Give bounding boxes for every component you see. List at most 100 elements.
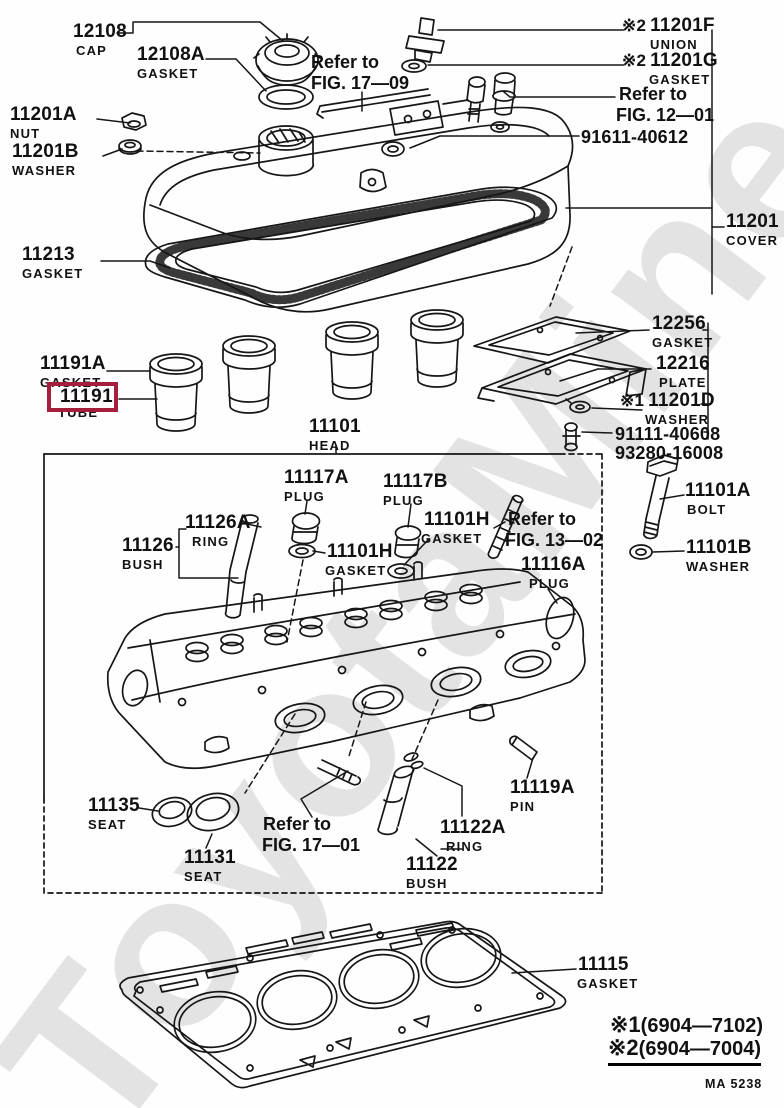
part-number: 11101H	[327, 541, 393, 562]
label-11201a: 11201A NUT	[10, 105, 77, 140]
part-number-11191: 11191	[60, 386, 114, 407]
ref-line1: Refer to	[263, 814, 332, 834]
highlight-box-11191	[47, 382, 118, 412]
part-caption: PLUG	[529, 576, 570, 591]
label-93280-16008: 93280-16008	[615, 443, 724, 463]
part-caption: GASKET	[649, 72, 711, 87]
ref-line2: FIG. 17—01	[262, 835, 361, 855]
part-caption: PIN	[510, 799, 536, 814]
label-11116a: 11116A PLUG	[521, 555, 586, 590]
part-number: 11122	[406, 854, 458, 875]
part-caption: BOLT	[687, 502, 727, 517]
label-12216: 12216 PLATE	[656, 354, 710, 389]
label-11101: 11101 HEAD	[309, 417, 361, 452]
footnote-2: ※2(6904—7004)	[608, 1035, 761, 1066]
nut-washer-art	[118, 112, 147, 155]
part-caption: NUT	[10, 126, 41, 141]
part-caption: WASHER	[12, 163, 77, 178]
part-number: 11101H	[424, 509, 490, 530]
label-11115: 11115 GASKET	[577, 954, 639, 991]
ref-line1: Refer to	[619, 84, 688, 104]
label-91611-40612: 91611-40612	[581, 127, 689, 147]
note-text: (6904—7004)	[638, 1038, 761, 1060]
pin-art	[508, 735, 538, 761]
label-11101b-washer: 11101B WASHER	[686, 538, 752, 573]
head-assembly-boundary	[43, 453, 603, 894]
diagram-code: MA 5238	[705, 1077, 763, 1091]
cover-fittings-art	[466, 72, 516, 123]
part-caption: GASKET	[652, 335, 714, 350]
plugs-art	[288, 512, 422, 579]
ref-line2: FIG. 13—02	[505, 530, 604, 550]
part-number: 11117B	[383, 471, 448, 492]
part-caption: SEAT	[184, 869, 223, 884]
label-11117a: 11117A PLUG	[284, 468, 349, 503]
note-mark: ※2	[608, 1035, 639, 1060]
note-text: (6904—7102)	[640, 1015, 763, 1037]
ref-fig-17-01: Refer to FIG. 17—01	[262, 814, 361, 855]
part-caption: COVER	[726, 233, 779, 248]
part-caption: BUSH	[406, 876, 448, 891]
note-mark: ※1	[610, 1012, 641, 1037]
part-caption: PLATE	[659, 375, 707, 390]
label-11122: 11122 BUSH	[406, 855, 458, 890]
union-art	[401, 17, 445, 73]
part-caption: PLUG	[284, 489, 325, 504]
part-caption: WASHER	[686, 559, 751, 574]
ref-line1: Refer to	[508, 509, 577, 529]
label-11201b: 11201B WASHER	[12, 142, 79, 177]
valve-seats-art	[151, 792, 240, 832]
part-number: 11101B	[686, 537, 752, 558]
label-12256: 12256 GASKET	[652, 314, 713, 349]
label-11201: 11201 COVER	[726, 212, 779, 247]
ref-line2: FIG. 12—01	[616, 105, 715, 125]
ref-line1: Refer to	[311, 52, 380, 72]
label-11101a-bolt: 11101A BOLT	[685, 481, 751, 516]
head-gasket-art	[119, 920, 567, 1089]
label-12108a: 12108A GASKET	[137, 45, 205, 80]
label-11213: 11213 GASKET	[22, 245, 83, 280]
label-11101h-b: 11101H GASKET	[421, 509, 490, 545]
part-number: 11213	[22, 244, 75, 265]
baffle-plates-art	[473, 316, 647, 405]
part-number: 11131	[184, 847, 236, 868]
part-caption: BUSH	[122, 557, 164, 572]
washer-stud-art	[562, 398, 591, 452]
footnote-1: ※1(6904—7102)	[610, 1012, 763, 1038]
part-caption: CAP	[76, 43, 108, 58]
part-caption: GASKET	[577, 976, 639, 991]
part-number: 12256	[652, 313, 706, 334]
label-12108: 12108 CAP	[73, 22, 127, 57]
part-number: 11201B	[12, 141, 79, 162]
part-number: 11191A	[40, 353, 106, 374]
part-caption: SEAT	[88, 817, 127, 832]
label-11131: 11131 SEAT	[184, 848, 236, 883]
leader-lines	[96, 21, 725, 974]
oil-cap-art	[253, 33, 321, 110]
part-number: 11201A	[10, 104, 77, 125]
part-number: 12108A	[137, 44, 205, 65]
label-11101h-a: 11101H GASKET	[325, 541, 393, 578]
lower-stud-bush-art	[317, 752, 424, 836]
part-number: 11126	[122, 535, 174, 556]
label-11117b: 11117B PLUG	[383, 472, 448, 507]
part-caption: UNION	[650, 37, 698, 52]
label-11126: 11126 BUSH	[122, 536, 174, 571]
label-11126a: 11126A RING	[185, 513, 251, 548]
part-caption: GASKET	[22, 266, 84, 281]
part-caption: GASKET	[325, 563, 387, 578]
part-caption: GASKET	[137, 66, 199, 81]
cover-gasket-art	[144, 186, 558, 309]
part-number: 11115	[578, 954, 629, 975]
note-mark: ※1	[620, 391, 645, 410]
label-11119a: 11119A PIN	[510, 778, 575, 813]
ref-fig-12-01: Refer to FIG. 12—01	[616, 84, 715, 125]
ref-line2: FIG. 17—09	[311, 73, 410, 93]
